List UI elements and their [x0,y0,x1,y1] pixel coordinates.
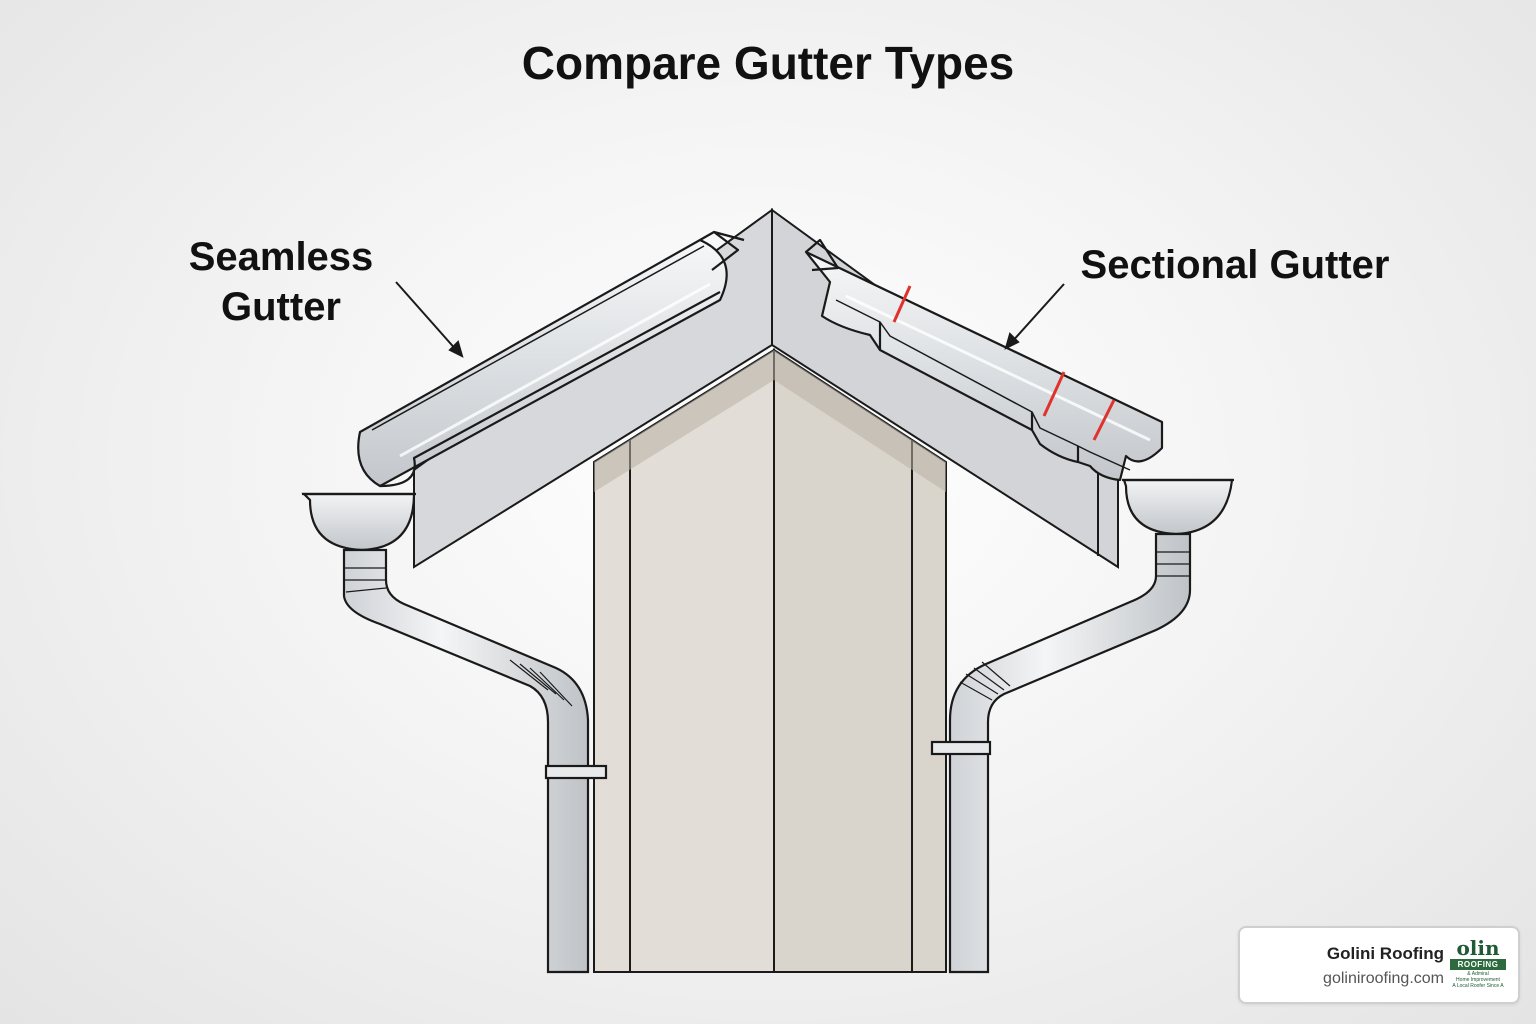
brand-name: Golini Roofing [1326,944,1444,963]
brand-logo: olin ROOFING & Admiral Home Improvement … [1450,938,1506,994]
pointer-lines [395,281,1065,358]
seamless-gutter [357,230,745,488]
logo-line-1: & Admiral [1467,971,1489,977]
right-downspout [930,478,1234,974]
diagram-title: Compare Gutter Types [521,37,1015,89]
seamless-gutter-label: Seamless Gutter [150,232,412,332]
building-wall [593,348,947,973]
logo-band: ROOFING [1450,959,1506,970]
seam-marks [892,285,1116,441]
sectional-gutter [804,238,1164,482]
logo-line-3: A Local Roofer Since A [1452,983,1504,989]
seamless-label-line1: Seamless [188,235,374,279]
logo-line-2: Home Improvement [1456,977,1500,983]
left-downspout [301,492,608,974]
logo-wordmark: olin [1456,936,1500,960]
seamless-label-line2: Gutter [221,285,341,329]
brand-url: goliniroofing.com [1323,970,1444,987]
sectional-gutter-label: Sectional Gutter [1080,243,1390,287]
brand-card: Golini Roofing goliniroofing.com olin RO… [1238,926,1520,1004]
